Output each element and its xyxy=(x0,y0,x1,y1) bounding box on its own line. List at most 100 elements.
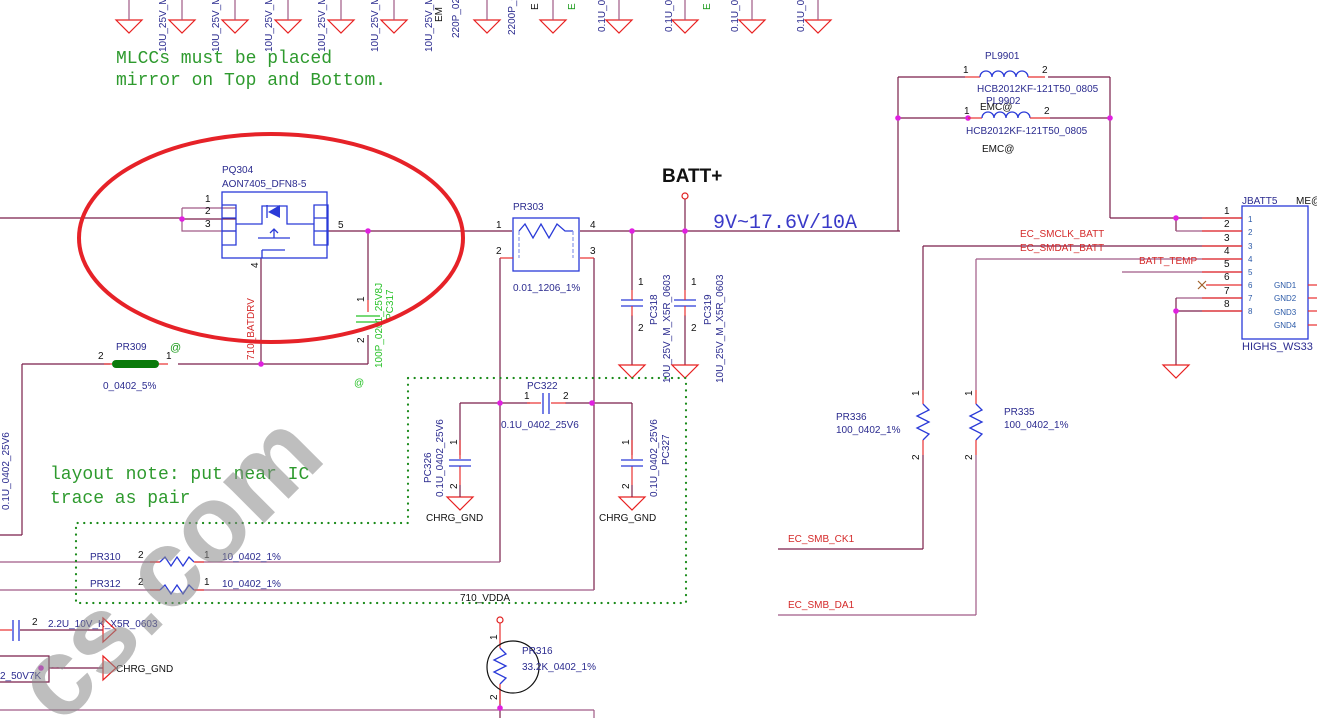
pc317-capacitor: 1 2 100P_0201_25V8J PC317 @ xyxy=(354,283,396,389)
ground-icon xyxy=(472,19,502,34)
pc327-ref: PC327 xyxy=(661,434,672,465)
ground-icon xyxy=(737,19,767,34)
pc317-ref: PC317 xyxy=(385,289,396,320)
cap-value-label: 10U_25V_M xyxy=(317,0,328,52)
pin-number: 1 xyxy=(1248,215,1253,224)
emc-tag: E xyxy=(567,3,578,10)
pin-number: 4 xyxy=(590,220,596,231)
pc326-value: 0.1U_0402_25V6 xyxy=(435,419,446,497)
pin-number: 1 xyxy=(449,439,460,445)
pin-number: 1 xyxy=(964,390,975,396)
ground-icon xyxy=(326,19,356,34)
pc317-tag: @ xyxy=(354,378,364,389)
pr312-value: 10_0402_1% xyxy=(222,579,281,590)
pin-number: 1 xyxy=(166,351,172,362)
pr335-ref: PR335 xyxy=(1004,407,1035,418)
pin-number: 1 xyxy=(204,577,210,588)
ground-icon xyxy=(617,496,647,511)
pr310-resistor: PR310 2 1 10_0402_1% xyxy=(90,550,281,568)
pc327-value: 0.1U_0402_25V6 xyxy=(649,419,660,497)
pin-number: 1 xyxy=(356,296,367,302)
pr316-value: 33.2K_0402_1% xyxy=(522,662,596,673)
pin-number: 2 xyxy=(356,337,367,343)
pc318-capacitor: 1 2 PC318 10U_25V_M_X5R_0603 xyxy=(617,274,673,383)
pr312-ref: PR312 xyxy=(90,579,121,590)
net-label-smb-ck: EC_SMB_CK1 xyxy=(788,534,855,545)
pin-number: 2 xyxy=(1044,106,1050,117)
ground-icon xyxy=(102,654,117,682)
mlcc-note-line2: mirror on Top and Bottom. xyxy=(116,71,386,91)
pin-number: 2 xyxy=(1042,65,1048,76)
ground-icon xyxy=(1161,364,1191,379)
pin-number: 3 xyxy=(1248,242,1253,251)
ground-icon xyxy=(102,616,117,644)
net-label-smb-da: EC_SMB_DA1 xyxy=(788,600,855,611)
pin-number: 5 xyxy=(1248,268,1253,277)
pr336-resistor: 1 2 PR336 100_0402_1% xyxy=(836,390,931,460)
pin-number: 2 xyxy=(489,694,500,700)
pin-number: 1 xyxy=(638,277,644,288)
pin-number: 2 xyxy=(449,483,460,489)
pin-number: 1 xyxy=(204,550,210,561)
pr316-thermistor: 1 2 PR316 33.2K_0402_1% xyxy=(486,616,596,704)
ground-icon xyxy=(445,496,475,511)
ground-icon xyxy=(273,19,303,34)
ground-icon xyxy=(114,19,144,34)
pin-number: 4 xyxy=(1248,255,1253,264)
ground-icon xyxy=(670,19,700,34)
cap-value-label: 0.1U_0 xyxy=(664,0,675,32)
diode-icon xyxy=(268,205,280,218)
net-label-chrg-gnd: CHRG_GND xyxy=(599,513,656,524)
gnd-pin-label: GND4 xyxy=(1274,321,1297,330)
pin-number: 4 xyxy=(1224,246,1230,257)
pr309-jumper: PR309 @ 2 1 0_0402_5% xyxy=(98,342,181,392)
pin-number: 1 xyxy=(911,390,922,396)
pin-number: 2 xyxy=(563,391,569,402)
pl9901-tag: EMC@ xyxy=(980,102,1012,113)
cap-value-label: 220P_02 xyxy=(451,0,462,38)
gnd-pin-label: GND2 xyxy=(1274,294,1297,303)
emc-tag: E xyxy=(702,3,713,10)
batt-spec-label: 9V~17.6V/10A xyxy=(713,212,857,235)
pq304-ref: PQ304 xyxy=(222,165,254,176)
pc327-capacitor: 1 2 0.1U_0402_25V6 PC327 CHRG_GND xyxy=(599,419,672,524)
layout-note-line2: trace as pair xyxy=(50,489,190,509)
pin-number: 2 xyxy=(138,550,144,561)
pl9901-inductor: PL9901 1 2 HCB2012KF-121T50_0805 EMC@ xyxy=(963,51,1099,113)
pin-number: 3 xyxy=(1224,233,1230,244)
gnd-pin-label: GND3 xyxy=(1274,308,1297,317)
pc326-capacitor: 1 2 PC326 0.1U_0402_25V6 CHRG_GND xyxy=(423,419,483,524)
pc319-value: 10U_25V_M_X5R_0603 xyxy=(715,274,726,383)
pl9901-value: HCB2012KF-121T50_0805 xyxy=(977,84,1099,95)
ground-icon xyxy=(617,364,647,379)
pin-number: 2 xyxy=(1248,228,1253,237)
pin-number: 8 xyxy=(1224,299,1230,310)
cap-value-label: 10U_25V_M xyxy=(424,0,435,52)
cap-value-label: 2200P_0 xyxy=(507,0,518,35)
emc-tag: EM xyxy=(434,7,445,22)
pin-number: 2 xyxy=(1224,219,1230,230)
pr309-tag: @ xyxy=(170,342,181,354)
bottom-box-value: 2_50V7K xyxy=(0,671,41,682)
pc319-capacitor: 1 2 PC319 10U_25V_M_X5R_0603 xyxy=(670,274,726,383)
pc322-capacitor: PC322 1 2 0.1U_0402_25V6 xyxy=(501,381,579,431)
ground-icon xyxy=(803,19,833,34)
pl9902-tag: EMC@ xyxy=(982,144,1014,155)
pr336-value: 100_0402_1% xyxy=(836,425,901,436)
pin-number: 2 xyxy=(911,454,922,460)
pin-number: 7 xyxy=(1224,286,1230,297)
pin-number: 1 xyxy=(691,277,697,288)
pin-number: 2 xyxy=(621,483,632,489)
pq304-value: AON7405_DFN8-5 xyxy=(222,179,307,190)
ground-icon xyxy=(670,364,700,379)
net-label-batdrv: 710_BATDRV xyxy=(246,298,257,360)
mlcc-note-line1: MLCCs must be placed xyxy=(116,49,332,69)
cap-value-label: 10U_25V_M xyxy=(370,0,381,52)
ground-icon xyxy=(379,19,409,34)
pin-number: 2 xyxy=(964,454,975,460)
pin-number: 2 xyxy=(32,617,38,628)
pq304-mosfet: PQ304 AON7405_DFN8-5 1 2 3 5 4 xyxy=(205,165,344,268)
pin-number: 2 xyxy=(205,206,211,217)
pin-number: 1 xyxy=(1224,206,1230,217)
jbatt5-connector: JBATT5 ME@ HIGHS_WS33 1 2 3 4 5 6 7 8 1 … xyxy=(1161,196,1317,379)
